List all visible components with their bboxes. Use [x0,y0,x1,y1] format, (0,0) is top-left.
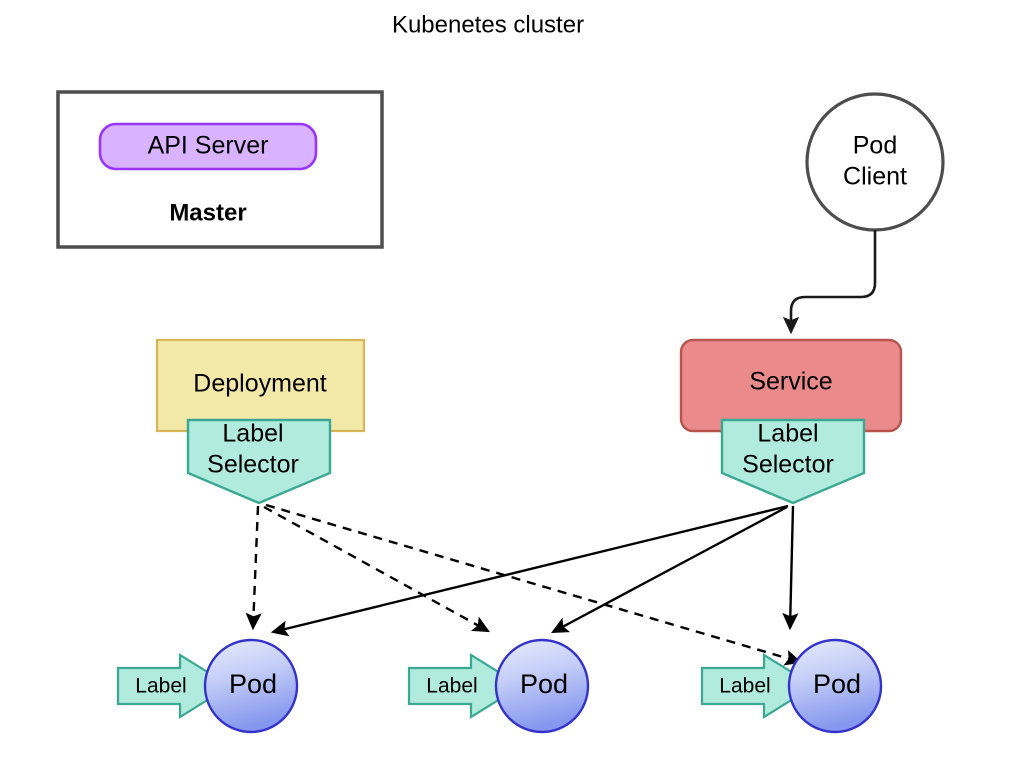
service-selector-line1: Label [757,420,818,448]
service-label: Service [749,368,832,396]
pod-client-label-line2: Client [843,163,907,191]
pod-3-circle[interactable] [787,638,883,734]
deployment-label-selector-shape[interactable] [186,418,332,505]
label-arrow-2[interactable]: Label [407,653,524,719]
pod-client-node[interactable]: Pod Client [805,92,945,232]
label-arrow-3-text: Label [719,675,770,698]
service-selector-line2: Selector [742,451,834,479]
pod-1-node[interactable]: Pod [203,638,299,734]
api-server-box[interactable] [98,122,318,171]
pod-2-label: Pod [520,669,568,699]
edge-deployment-to-pod-3 [265,503,803,666]
deployment-label: Deployment [193,370,326,398]
label-arrow-1-text: Label [135,675,186,698]
label-arrow-3-shape[interactable] [700,653,817,719]
label-arrow-3[interactable]: Label [700,653,817,719]
api-server-label: API Server [148,132,269,160]
pod-3-label: Pod [813,669,861,699]
deployment-label-selector-node[interactable]: Label Selector [186,418,332,505]
api-server-node[interactable]: API Server [98,122,318,171]
deployment-selector-line1: Label [222,420,283,448]
edge-deployment-to-pod-2 [263,505,490,633]
service-label-selector-shape[interactable] [720,418,866,505]
pod-2-node[interactable]: Pod [494,638,590,734]
pod-1-label: Pod [229,669,277,699]
label-arrow-2-shape[interactable] [407,653,524,719]
page-title: Kubenetes cluster [392,11,584,38]
service-label-selector-node[interactable]: Label Selector [720,418,866,505]
pod-1-circle[interactable] [203,638,299,734]
master-node[interactable]: API Server Master [56,90,384,249]
label-arrow-1-shape[interactable] [116,653,233,719]
deployment-node[interactable]: Deployment [155,338,366,433]
deployment-box[interactable] [155,338,366,433]
label-arrow-1[interactable]: Label [116,653,233,719]
pod-2-circle[interactable] [494,638,590,734]
edge-service-to-pod-2 [551,505,788,634]
pod-client-label-line1: Pod [853,132,897,160]
deployment-selector-line2: Selector [207,451,299,479]
label-arrow-2-text: Label [426,675,477,698]
edge-service-to-pod-3 [782,505,799,631]
master-label: Master [169,199,246,226]
service-node[interactable]: Service [679,338,903,433]
edge-service-to-pod-1 [270,504,789,637]
edge-deployment-to-pod-1 [245,505,262,631]
pod-3-node[interactable]: Pod [787,638,883,734]
edge-client-to-service [782,230,877,335]
